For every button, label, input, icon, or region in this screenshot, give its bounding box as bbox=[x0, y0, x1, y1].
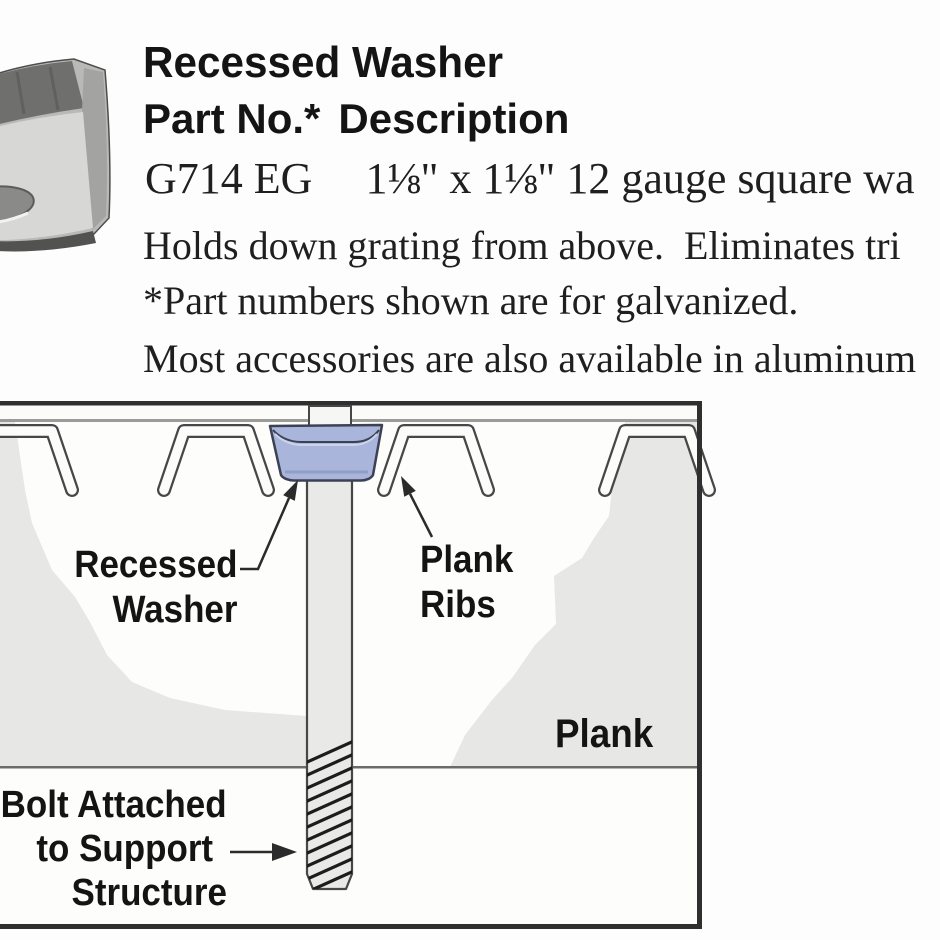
washer-arrowhead bbox=[283, 480, 298, 501]
plank-material-right bbox=[450, 422, 697, 767]
plank-ribs-label-line1: Plank bbox=[420, 539, 514, 581]
ribs-leader-line bbox=[408, 493, 434, 538]
thread-line bbox=[307, 856, 352, 882]
recessed-washer-label-line1: Recessed bbox=[73, 544, 237, 586]
plank-material-left bbox=[0, 422, 307, 767]
part-row: G714 EG 1⅛" x 1⅛" 12 gauge square wa bbox=[145, 153, 915, 204]
photo-bottom-edge bbox=[0, 231, 96, 252]
bolt-arrowhead bbox=[272, 843, 297, 861]
photo-texture-2 bbox=[15, 71, 26, 115]
deck-top-border bbox=[0, 401, 702, 406]
recessed-washer-label-line2: Washer bbox=[112, 589, 237, 631]
recessed-washer-photo bbox=[0, 58, 111, 252]
callout-arrows bbox=[230, 476, 434, 861]
photo-bright-face bbox=[0, 112, 93, 241]
bolt-label-line1: Bolt Attached bbox=[1, 784, 227, 826]
rib-3-fill bbox=[379, 426, 493, 495]
bolt-top-stub bbox=[308, 405, 352, 427]
part-description: 1⅛" x 1⅛" 12 gauge square wa bbox=[365, 154, 915, 203]
table-header: Part No.* Description bbox=[143, 95, 569, 143]
photo-texture-3 bbox=[48, 66, 60, 111]
thread-line bbox=[307, 869, 352, 889]
thread-line bbox=[307, 752, 352, 778]
plank-ribs-label: Plank Ribs bbox=[420, 538, 513, 628]
recessed-washer-label: Recessed Washer bbox=[74, 543, 237, 633]
thread-line bbox=[307, 778, 352, 804]
recessed-washer-shape bbox=[268, 423, 384, 482]
thread-line bbox=[307, 739, 352, 765]
washer-leader-line bbox=[240, 497, 291, 571]
ribs-arrowhead bbox=[401, 476, 416, 497]
note-galvanized: *Part numbers shown are for galvanized. bbox=[143, 278, 799, 323]
part-number: G714 EG bbox=[145, 154, 313, 203]
thread-line bbox=[307, 817, 352, 843]
photo-bolt-hole bbox=[0, 185, 35, 225]
washer-rim-highlight bbox=[274, 433, 378, 446]
bolt-label-line2: to Support bbox=[36, 828, 213, 870]
thread-line bbox=[307, 830, 352, 856]
diagram-bottom-border bbox=[0, 924, 702, 929]
washer-body bbox=[268, 423, 384, 482]
col-part-no: Part No.* bbox=[143, 95, 321, 142]
bolt-threads bbox=[307, 739, 352, 889]
note-aluminum: Most accessories are also available in a… bbox=[143, 336, 917, 381]
page-title: Recessed Washer bbox=[143, 38, 504, 87]
rib-2-fill bbox=[159, 426, 273, 495]
thread-line bbox=[307, 804, 352, 830]
bolt-label-line3: Structure bbox=[71, 872, 227, 914]
col-description: Description bbox=[338, 95, 570, 142]
plank-ribs-label-line2: Ribs bbox=[420, 584, 496, 626]
diagram-right-border bbox=[697, 401, 702, 929]
photo-side-wall bbox=[82, 68, 107, 230]
thread-line bbox=[307, 765, 352, 791]
thread-line bbox=[307, 791, 352, 817]
plank-label: Plank bbox=[555, 712, 654, 756]
bolt-shaft bbox=[305, 428, 354, 891]
plank-cross-section-diagram bbox=[0, 401, 716, 929]
washer-rim bbox=[272, 429, 380, 443]
note-holds-down: Holds down grating from above. Eliminate… bbox=[143, 223, 901, 268]
photo-recess-shadow bbox=[0, 61, 84, 124]
rib-1-fill bbox=[0, 426, 77, 495]
photo-hole-highlight bbox=[0, 211, 29, 224]
thread-line bbox=[307, 843, 352, 869]
